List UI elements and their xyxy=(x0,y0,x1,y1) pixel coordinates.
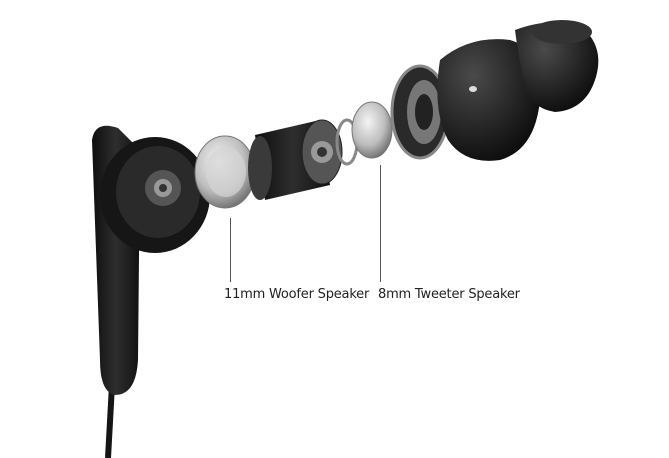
tweeter-diaphragm xyxy=(351,101,393,159)
woofer-callout-line xyxy=(230,218,231,282)
ear-shell xyxy=(437,39,541,161)
cable xyxy=(105,384,115,458)
shell-vent xyxy=(469,86,477,92)
ear-tip xyxy=(515,22,599,112)
tweeter-label: 8mm Tweeter Speaker xyxy=(378,287,520,302)
woofer-label: 11mm Woofer Speaker xyxy=(224,287,370,302)
tweeter-callout-line xyxy=(380,165,381,282)
